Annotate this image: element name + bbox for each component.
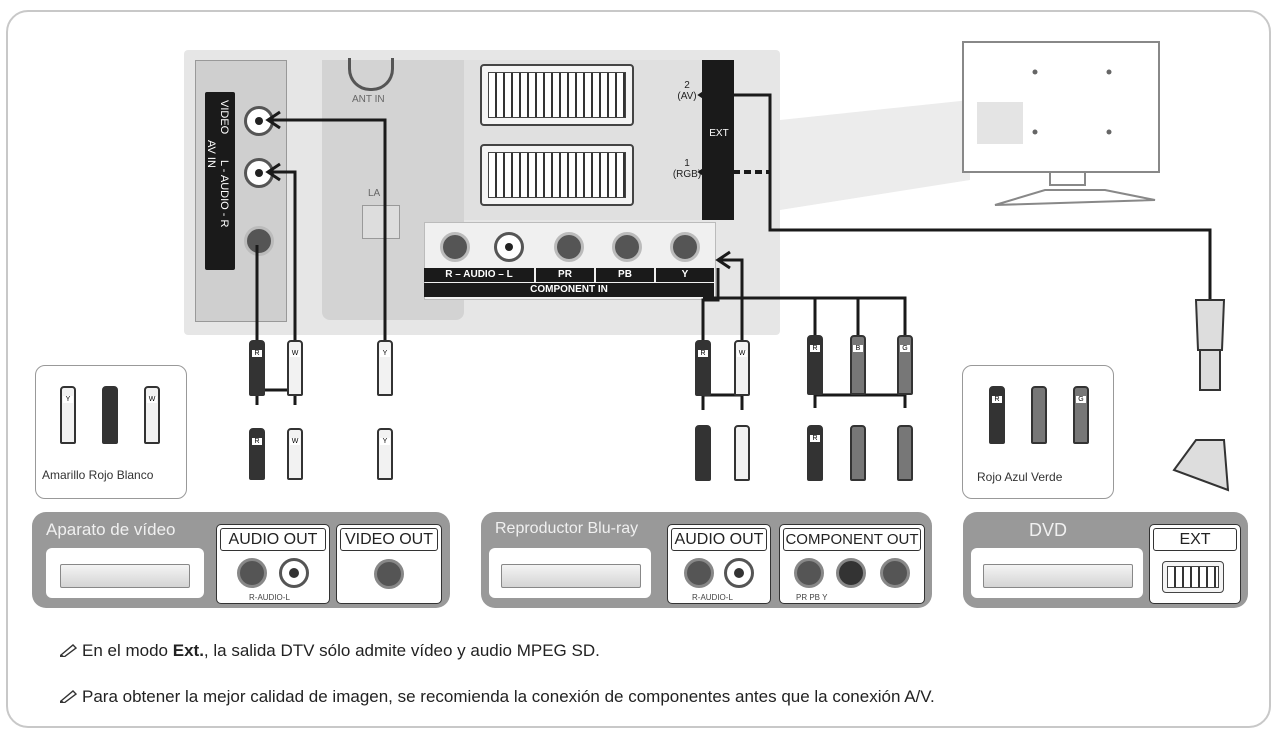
note-ext-bold: Ext. [172, 641, 204, 660]
component-in-label: COMPONENT IN [424, 283, 714, 297]
dvd-ext-out: EXT [1149, 524, 1241, 604]
bluray-pr-jack [794, 558, 824, 588]
component-y-jack [670, 232, 700, 262]
bluray-plug-pb-bottom [850, 425, 866, 481]
dvd-ext-label: EXT [1153, 528, 1237, 551]
vcr-device-box: Aparato de vídeo AUDIO OUT R-AUDIO-L VID… [32, 512, 450, 608]
dvd-image [971, 548, 1143, 598]
note-quality-text: Para obtener la mejor calidad de imagen,… [82, 687, 935, 706]
component-y-bar: Y [656, 268, 714, 282]
vcr-plug-w-bottom: W [287, 428, 303, 480]
vcr-player-icon [60, 564, 190, 588]
scart-av-port [480, 64, 634, 126]
bluray-plug-pb-top: B [850, 335, 866, 395]
bluray-plug-y-bottom [897, 425, 913, 481]
bluray-device-box: Reproductor Blu-ray AUDIO OUT R-AUDIO-L … [481, 512, 932, 608]
legend-right-text: Rojo Azul Verde [977, 470, 1063, 484]
ant-in-label: ANT IN [352, 94, 385, 105]
bluray-plug-r-bottom [695, 425, 711, 481]
pencil-icon [60, 644, 78, 657]
lan-port [362, 205, 400, 239]
bluray-pb-jack [836, 558, 866, 588]
note-ext-post: , la salida DTV sólo admite vídeo y audi… [203, 641, 600, 660]
dvd-title: DVD [1029, 520, 1068, 540]
vcr-video-jack [374, 559, 404, 589]
note-ext-mode: En el modo Ext., la salida DTV sólo admi… [60, 641, 600, 661]
bluray-plug-y-top: G [897, 335, 913, 395]
vcr-audio-l-jack [279, 558, 309, 588]
lan-label: LA [368, 188, 381, 199]
bluray-player-icon [501, 564, 641, 588]
vcr-video-out-label: VIDEO OUT [340, 528, 438, 551]
vcr-plug-y-top: Y [377, 340, 393, 396]
tv-illustration [962, 41, 1160, 206]
component-pb-jack [612, 232, 642, 262]
legend-plug-red [102, 386, 118, 444]
bluray-component-out-label: COMPONENT OUT [783, 528, 921, 551]
bluray-audio-l-jack [724, 558, 754, 588]
vcr-video-out: VIDEO OUT [336, 524, 442, 604]
scart-rgb-port [480, 144, 634, 206]
legend-plug-white: W [144, 386, 160, 444]
component-pr-bar: PR [536, 268, 594, 282]
audio-r-in-jack [244, 226, 274, 256]
vcr-plug-r-bottom: R [249, 428, 265, 480]
bluray-audio-r-jack [684, 558, 714, 588]
bluray-image [489, 548, 651, 598]
scart-av-label: 2 (AV) [677, 80, 697, 102]
bluray-title: Reproductor Blu-ray [495, 520, 639, 537]
bluray-plug-r-top: R [695, 340, 711, 396]
dvd-scart-icon [1162, 561, 1224, 593]
note-quality: Para obtener la mejor calidad de imagen,… [60, 687, 935, 707]
panel-callout [780, 100, 970, 210]
bluray-y-jack [880, 558, 910, 588]
ext-strip [702, 60, 734, 220]
vcr-audio-out-label: AUDIO OUT [220, 528, 326, 551]
legend-plug-yellow: Y [60, 386, 76, 444]
bluray-audio-sub: R-AUDIO-L [692, 593, 733, 602]
ext-label: EXT [709, 128, 729, 139]
bluray-audio-out-label: AUDIO OUT [671, 528, 767, 551]
component-audio-bar: R – AUDIO – L [424, 268, 534, 282]
vcr-title: Aparato de vídeo [46, 520, 176, 539]
av-in-strip [205, 92, 235, 270]
legend-right: R G Rojo Azul Verde [962, 365, 1114, 499]
component-pb-bar: PB [596, 268, 654, 282]
dvd-device-box: DVD EXT [963, 512, 1248, 608]
component-audio-l-jack [494, 232, 524, 262]
legend-plug-red: R [989, 386, 1005, 444]
vcr-image [46, 548, 204, 598]
component-audio-r-jack [440, 232, 470, 262]
bluray-plug-pr-top: R [807, 335, 823, 395]
bluray-component-sub: PR PB Y [796, 593, 828, 602]
vcr-plug-r-top: R [249, 340, 265, 396]
legend-left-text: Amarillo Rojo Blanco [42, 468, 154, 482]
vcr-audio-out: AUDIO OUT R-AUDIO-L [216, 524, 330, 604]
bluray-plug-w-bottom [734, 425, 750, 481]
note-ext-pre: En el modo [82, 641, 173, 660]
bluray-plug-pr-bottom: R [807, 425, 823, 481]
bluray-plug-w-top: W [734, 340, 750, 396]
vcr-plug-y-bottom: Y [377, 428, 393, 480]
pencil-icon [60, 690, 78, 703]
legend-plug-green: G [1073, 386, 1089, 444]
scart-rgb-label: 1 (RGB) [672, 158, 702, 180]
vcr-audio-r-jack [237, 558, 267, 588]
vcr-audio-sub: R-AUDIO-L [249, 593, 290, 602]
dvd-player-icon [983, 564, 1133, 588]
component-pr-jack [554, 232, 584, 262]
legend-plug-blue [1031, 386, 1047, 444]
ant-in-connector [348, 58, 394, 91]
cables [255, 85, 1230, 492]
bluray-audio-out: AUDIO OUT R-AUDIO-L [667, 524, 771, 604]
vcr-plug-w-top: W [287, 340, 303, 396]
bluray-component-out: COMPONENT OUT PR PB Y [779, 524, 925, 604]
legend-left: Y W Amarillo Rojo Blanco [35, 365, 187, 499]
